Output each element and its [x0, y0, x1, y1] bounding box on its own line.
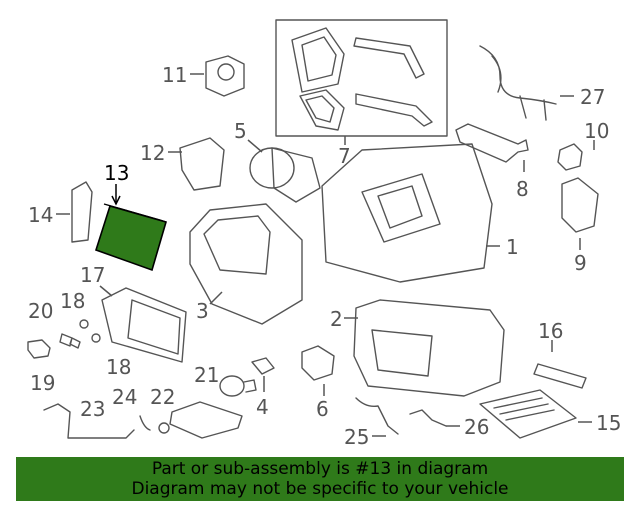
heater-core-17 — [101, 287, 187, 363]
callout-18-top: 18 — [60, 289, 85, 313]
callout-4: 4 — [256, 395, 269, 419]
evaporator-15 — [479, 389, 577, 439]
callout-10: 10 — [584, 119, 609, 143]
lower-housing-2 — [353, 299, 505, 397]
gasket-part-group — [291, 27, 433, 131]
callout-7: 7 — [338, 144, 351, 168]
banner-line-2: Diagram may not be specific to your vehi… — [131, 479, 509, 499]
callout-9: 9 — [574, 251, 587, 275]
callout-21: 21 — [194, 363, 219, 387]
callout-19: 19 — [30, 371, 55, 395]
connector-4 — [251, 357, 275, 375]
wiring-harness-27 — [479, 45, 557, 121]
o-ring-22 — [158, 422, 170, 434]
callout-2: 2 — [330, 307, 343, 331]
callout-26: 26 — [464, 415, 489, 439]
callout-18-bottom: 18 — [106, 355, 131, 379]
duct-8 — [455, 123, 529, 163]
callout-13: 13 — [104, 161, 129, 185]
callout-23: 23 — [80, 397, 105, 421]
callout-5: 5 — [234, 119, 247, 143]
switch-10 — [557, 143, 583, 171]
callout-20: 20 — [28, 299, 53, 323]
callout-24: 24 — [112, 385, 137, 409]
callout-6: 6 — [316, 397, 329, 421]
highlighted-part-13 — [95, 205, 167, 272]
filter-cassette — [169, 401, 243, 439]
callout-3: 3 — [196, 299, 209, 323]
hose-25 — [355, 397, 399, 435]
blower-motor-5 — [249, 147, 321, 203]
hvac-housing-1 — [321, 143, 493, 283]
clips-20 — [59, 333, 81, 349]
callout-12: 12 — [140, 141, 165, 165]
gasket-kit-inset-box — [275, 19, 448, 137]
notice-banner: Part or sub-assembly is #13 in diagram D… — [16, 457, 624, 501]
actuator-9 — [561, 177, 599, 233]
callout-1: 1 — [506, 235, 519, 259]
callout-22: 22 — [150, 385, 175, 409]
seal-strip-16 — [533, 363, 587, 389]
callout-27: 27 — [580, 85, 605, 109]
o-rings-18 — [79, 319, 101, 343]
callout-11: 11 — [162, 63, 187, 87]
callout-15: 15 — [596, 411, 621, 435]
tube-23 — [43, 403, 135, 439]
cabin-air-filter-13 — [95, 203, 167, 272]
hose-24 — [139, 415, 151, 431]
motor-21 — [219, 375, 257, 397]
panel-14 — [71, 181, 93, 243]
callout-17: 17 — [80, 263, 105, 287]
callout-16: 16 — [538, 319, 563, 343]
callout-14: 14 — [28, 203, 53, 227]
sensor-19 — [27, 339, 51, 359]
callout-8: 8 — [516, 177, 529, 201]
banner-line-1: Part or sub-assembly is #13 in diagram — [151, 459, 489, 479]
blower-housing-3 — [189, 203, 303, 325]
bracket-12 — [179, 137, 225, 191]
parts-diagram: 7 11 12 5 1 3 13 14 — [27, 19, 621, 449]
resistor-6 — [301, 345, 335, 381]
sensor-26 — [409, 409, 447, 427]
actuator-11 — [205, 55, 245, 97]
callout-25: 25 — [344, 425, 369, 449]
